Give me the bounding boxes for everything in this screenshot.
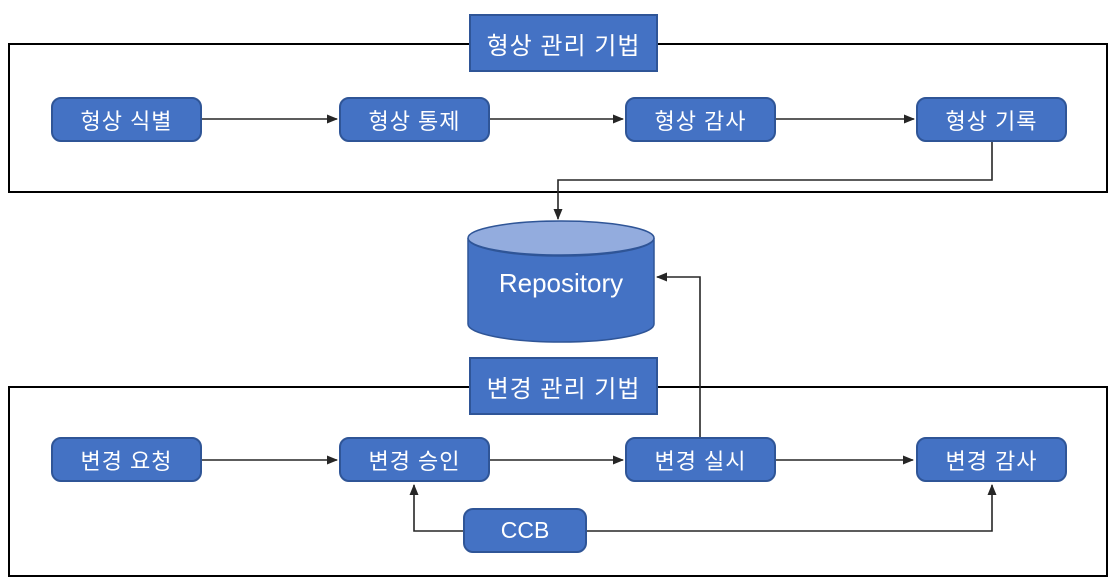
step-config-record: 형상 기록 — [916, 97, 1067, 142]
step-config-identification: 형상 식별 — [51, 97, 202, 142]
repository-label: Repository — [498, 268, 624, 298]
repository-cylinder-body — [467, 237, 655, 343]
step-change-approval: 변경 승인 — [339, 437, 490, 482]
step-change-implementation: 변경 실시 — [625, 437, 776, 482]
arrow-change-implement-to-repository — [656, 272, 701, 437]
repository-cylinder-top — [467, 220, 655, 256]
step-config-control: 형상 통제 — [339, 97, 490, 142]
step-change-audit: 변경 감사 — [916, 437, 1067, 482]
arrow-config-record-to-repository — [553, 142, 993, 220]
repository-cylinder — [467, 220, 655, 343]
ccb-box: CCB — [463, 508, 587, 553]
arrow-ccb-to-change-approval — [409, 484, 463, 532]
step-config-audit: 형상 감사 — [625, 97, 776, 142]
arrow-ccb-to-change-audit — [587, 484, 997, 532]
step-change-request: 변경 요청 — [51, 437, 202, 482]
config-management-title: 형상 관리 기법 — [469, 14, 658, 72]
change-management-title: 변경 관리 기법 — [469, 357, 658, 415]
